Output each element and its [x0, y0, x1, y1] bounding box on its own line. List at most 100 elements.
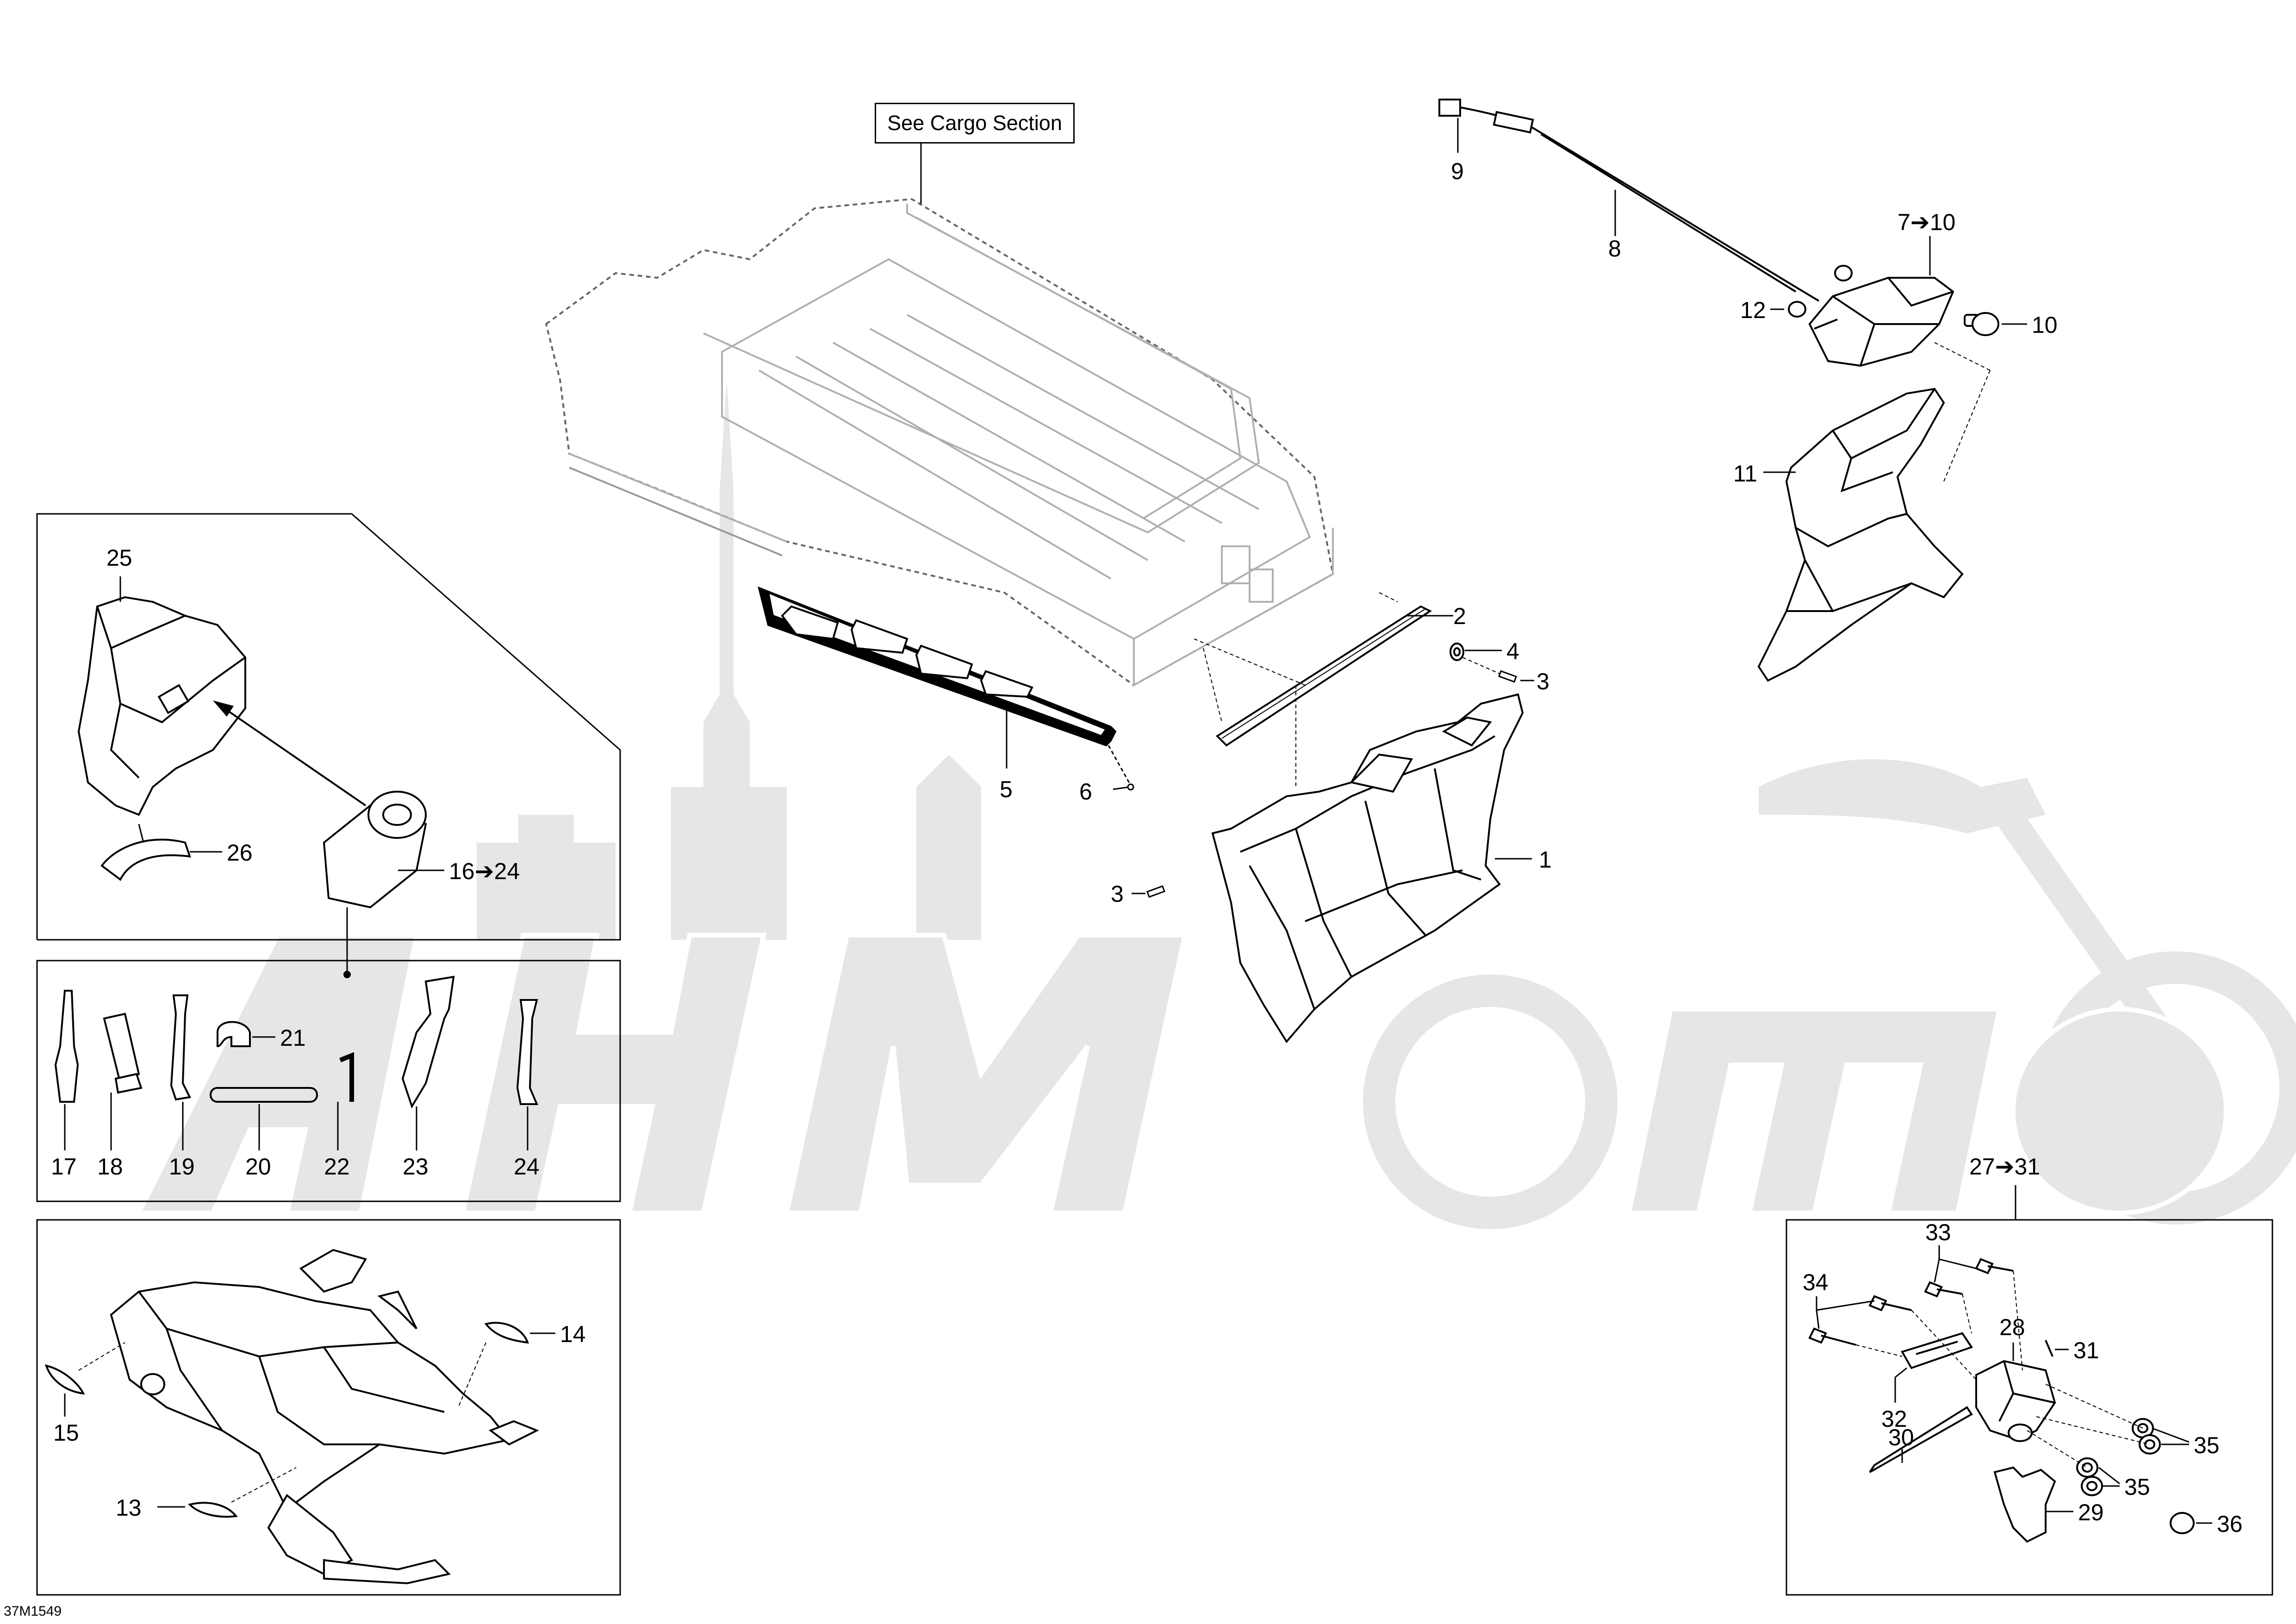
leader-11-dash: [1934, 342, 1991, 371]
callout-31: 31: [2073, 1337, 2099, 1363]
diagram-code: 37M1549: [4, 1604, 62, 1619]
watermark: [477, 380, 2296, 1229]
screw-part-3-top: [1498, 670, 1517, 683]
callout-8: 8: [1608, 236, 1621, 262]
callout-35-b: 35: [2124, 1474, 2150, 1500]
leader-strap: [138, 824, 144, 843]
callout-18: 18: [97, 1154, 123, 1180]
cap-part-36: [2170, 1512, 2195, 1534]
leader-15-dash: [78, 1342, 125, 1371]
callout-22: 22: [324, 1154, 350, 1180]
washer-part-4: [1450, 643, 1464, 661]
callout-6: 6: [1079, 779, 1092, 805]
dot-16: [343, 971, 351, 978]
grommet-part-12: [1788, 301, 1806, 318]
callout-14: 14: [560, 1321, 586, 1347]
callout-23: 23: [403, 1154, 429, 1180]
harness-part-8: [1438, 99, 1820, 302]
callout-21: 21: [280, 1025, 306, 1051]
tail-light-part-7: [1808, 277, 1954, 367]
callout-29: 29: [2078, 1499, 2104, 1525]
hitch-kit-frame: [1786, 1219, 2273, 1596]
screwdriver-part-17: [54, 990, 79, 1103]
hitch-bracket-part-28: [1975, 1360, 2056, 1441]
callout-3-top: 3: [1537, 668, 1549, 694]
snowmobile-illustration: [110, 1249, 539, 1585]
bracket-part-11: [1757, 387, 1964, 682]
hex-key-part-22: [339, 1052, 354, 1102]
callout-32: 32: [1881, 1406, 1907, 1432]
clip-part-21: [217, 1021, 251, 1048]
callout-34: 34: [1803, 1269, 1829, 1295]
callout-28: 28: [1999, 1314, 2025, 1340]
callout-11: 11: [1733, 461, 1757, 487]
callout-1: 1: [1539, 847, 1552, 873]
tool-box-part-25: [77, 596, 246, 816]
tool-kit-frame: [36, 513, 621, 1596]
decal-part-14: [484, 1322, 529, 1344]
callout-4: 4: [1506, 638, 1519, 664]
callout-19: 19: [169, 1154, 195, 1180]
side-panel-part-5: [758, 586, 1117, 747]
pin-part-31: [2045, 1340, 2053, 1357]
callout-20: 20: [245, 1154, 271, 1180]
watermark-text: [135, 933, 2228, 1215]
bolt-part-34-b: [1808, 1327, 1827, 1344]
leader-13-dash: [231, 1467, 297, 1503]
decal-part-15: [44, 1364, 85, 1395]
grommet-top: [1834, 265, 1853, 281]
bulb-part-10: [1964, 312, 1999, 336]
callout-2: 2: [1453, 603, 1466, 629]
tool-roll-part-16: [323, 791, 427, 909]
leader-3-dash: [1462, 657, 1500, 674]
leader-14-dash: [458, 1342, 486, 1408]
callout-13: 13: [116, 1495, 142, 1521]
leader-strip-rail: [1203, 648, 1222, 723]
decal-part-13: [188, 1502, 238, 1518]
callout-17: 17: [51, 1154, 77, 1180]
callout-35-a: 35: [2194, 1432, 2220, 1458]
callout-3-bottom: 3: [1111, 881, 1124, 907]
callout-27-to-31: 27➔31: [1969, 1154, 2041, 1180]
hitch-leaders: [1816, 1245, 2212, 1524]
rod-part-30: [1869, 1406, 1973, 1473]
tie-part-20: [210, 1087, 318, 1103]
callout-36: 36: [2217, 1511, 2243, 1537]
hitch-parts: [1808, 1258, 2195, 1543]
bolt-part-33-a: [1975, 1258, 1994, 1274]
socket-part-18: [103, 1012, 140, 1085]
callout-24: 24: [514, 1154, 540, 1180]
arrow-16-to-25: [217, 703, 367, 806]
callout-25: 25: [106, 545, 132, 571]
see-cargo-section-note: See Cargo Section: [875, 103, 1075, 144]
leader-11-dash2: [1943, 370, 1991, 482]
leader-flap-dash2: [1194, 638, 1306, 686]
cargo-rack-ghost: [545, 198, 1334, 687]
arrowhead: [213, 700, 234, 717]
strip-part-2: [1215, 605, 1432, 747]
wrench-part-19: [170, 994, 191, 1101]
screw-part-3-bottom: [1146, 885, 1165, 898]
callout-33: 33: [1925, 1219, 1951, 1245]
callout-26: 26: [227, 840, 253, 866]
callout-10: 10: [2032, 312, 2058, 338]
bolt-part-34-a: [1868, 1295, 1887, 1312]
callout-5: 5: [1000, 776, 1013, 802]
callout-30: 30: [1888, 1424, 1914, 1450]
hitch-dashes: [1855, 1270, 2150, 1468]
callout-9: 9: [1451, 158, 1464, 184]
screw-part-6: [1108, 745, 1134, 791]
wrench-part-24: [516, 999, 539, 1105]
callout-7-to-10: 7➔10: [1898, 209, 1956, 235]
flap-part-1: [1211, 693, 1524, 1043]
spanner-part-23: [401, 975, 455, 1109]
callout-12: 12: [1740, 297, 1766, 323]
callout-15: 15: [53, 1420, 79, 1446]
leader-strip-dash: [1379, 592, 1398, 602]
strap-part-26: [100, 838, 191, 881]
tool-leaders: [64, 1036, 529, 1150]
plate-part-29: [1993, 1466, 2056, 1543]
callout-16-to-24: 16➔24: [449, 858, 520, 884]
tools-group: [54, 975, 539, 1109]
